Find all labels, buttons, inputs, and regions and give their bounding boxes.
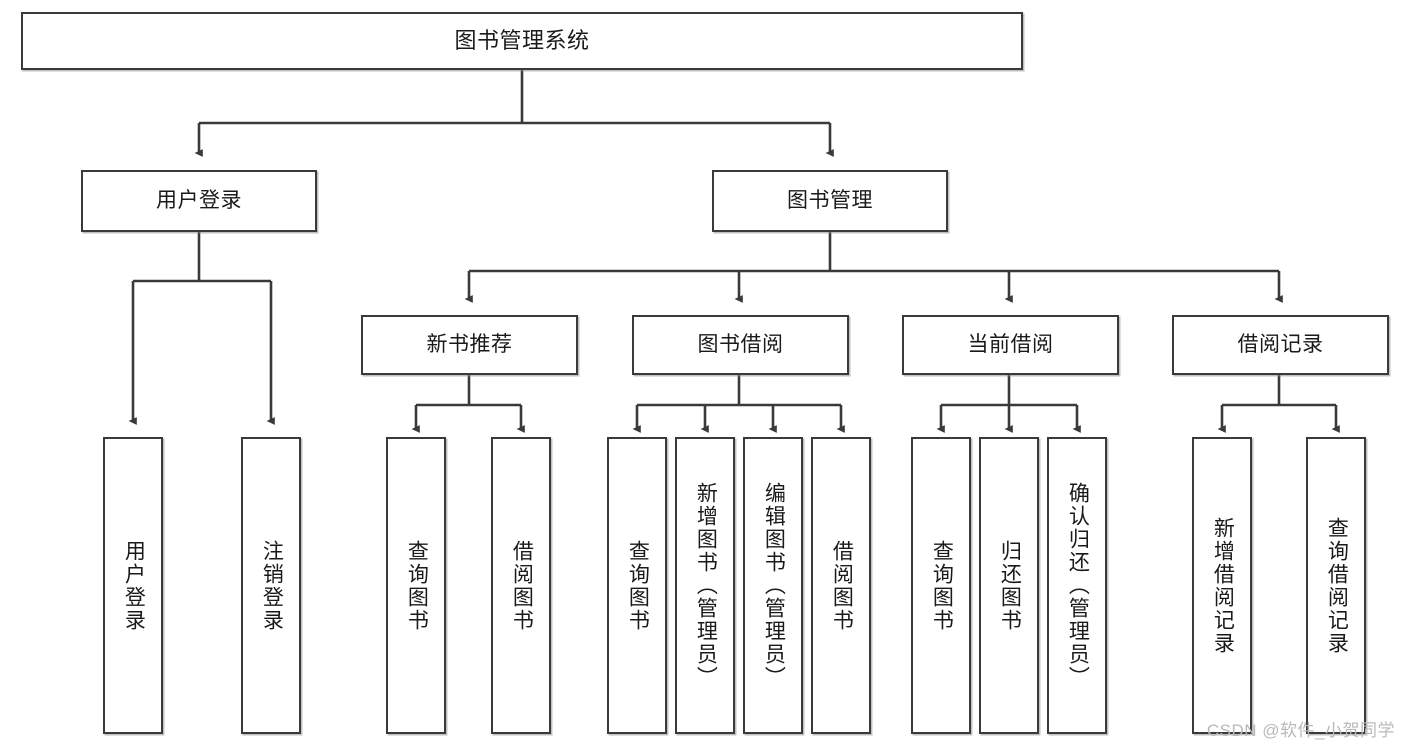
node-user-login[interactable]: 用户登录 — [81, 170, 317, 232]
node-new-book-recommend-label: 新书推荐 — [426, 333, 513, 357]
node-current-borrow-label: 当前借阅 — [967, 333, 1054, 357]
node-leaf-confirm-return[interactable]: 确认归还（管理员） — [1047, 437, 1107, 734]
node-leaf-return-book[interactable]: 归还图书 — [979, 437, 1039, 734]
node-borrow-record-label: 借阅记录 — [1237, 333, 1324, 357]
node-book-manage-label: 图书管理 — [787, 189, 873, 213]
node-leaf-user-login-label: 用户登录 — [122, 539, 146, 632]
node-book-manage[interactable]: 图书管理 — [712, 170, 948, 232]
node-current-borrow[interactable]: 当前借阅 — [902, 315, 1119, 375]
node-leaf-query-book-2[interactable]: 查询图书 — [607, 437, 667, 734]
node-leaf-confirm-return-label: 确认归还（管理员） — [1066, 482, 1090, 689]
node-leaf-borrow-book-2[interactable]: 借阅图书 — [811, 437, 871, 734]
node-leaf-add-record-label: 新增借阅记录 — [1211, 516, 1235, 655]
node-book-borrow[interactable]: 图书借阅 — [632, 315, 849, 375]
node-root-label: 图书管理系统 — [454, 27, 590, 53]
node-leaf-edit-book-label: 编辑图书（管理员） — [762, 482, 786, 689]
node-leaf-user-login[interactable]: 用户登录 — [103, 437, 163, 734]
node-leaf-return-book-label: 归还图书 — [998, 539, 1022, 632]
node-leaf-query-book-1[interactable]: 查询图书 — [386, 437, 446, 734]
node-leaf-query-book-3[interactable]: 查询图书 — [911, 437, 971, 734]
node-leaf-query-book-2-label: 查询图书 — [626, 539, 650, 632]
node-leaf-add-record[interactable]: 新增借阅记录 — [1192, 437, 1252, 734]
node-leaf-query-record[interactable]: 查询借阅记录 — [1306, 437, 1366, 734]
node-leaf-borrow-book-1[interactable]: 借阅图书 — [491, 437, 551, 734]
node-borrow-record[interactable]: 借阅记录 — [1172, 315, 1389, 375]
node-leaf-query-book-1-label: 查询图书 — [405, 539, 429, 632]
node-leaf-add-book-label: 新增图书（管理员） — [694, 482, 718, 689]
node-leaf-query-book-3-label: 查询图书 — [930, 539, 954, 632]
watermark-text: CSDN @软件_小贺同学 — [1206, 721, 1395, 740]
node-leaf-logout[interactable]: 注销登录 — [241, 437, 301, 734]
node-leaf-edit-book[interactable]: 编辑图书（管理员） — [743, 437, 803, 734]
node-book-borrow-label: 图书借阅 — [697, 333, 784, 357]
node-user-login-label: 用户登录 — [156, 189, 242, 213]
node-leaf-logout-label: 注销登录 — [260, 539, 284, 632]
node-leaf-add-book[interactable]: 新增图书（管理员） — [675, 437, 735, 734]
node-root[interactable]: 图书管理系统 — [21, 12, 1023, 70]
node-leaf-borrow-book-1-label: 借阅图书 — [510, 539, 534, 632]
node-new-book-recommend[interactable]: 新书推荐 — [361, 315, 578, 375]
node-leaf-borrow-book-2-label: 借阅图书 — [830, 539, 854, 632]
node-leaf-query-record-label: 查询借阅记录 — [1325, 516, 1349, 655]
